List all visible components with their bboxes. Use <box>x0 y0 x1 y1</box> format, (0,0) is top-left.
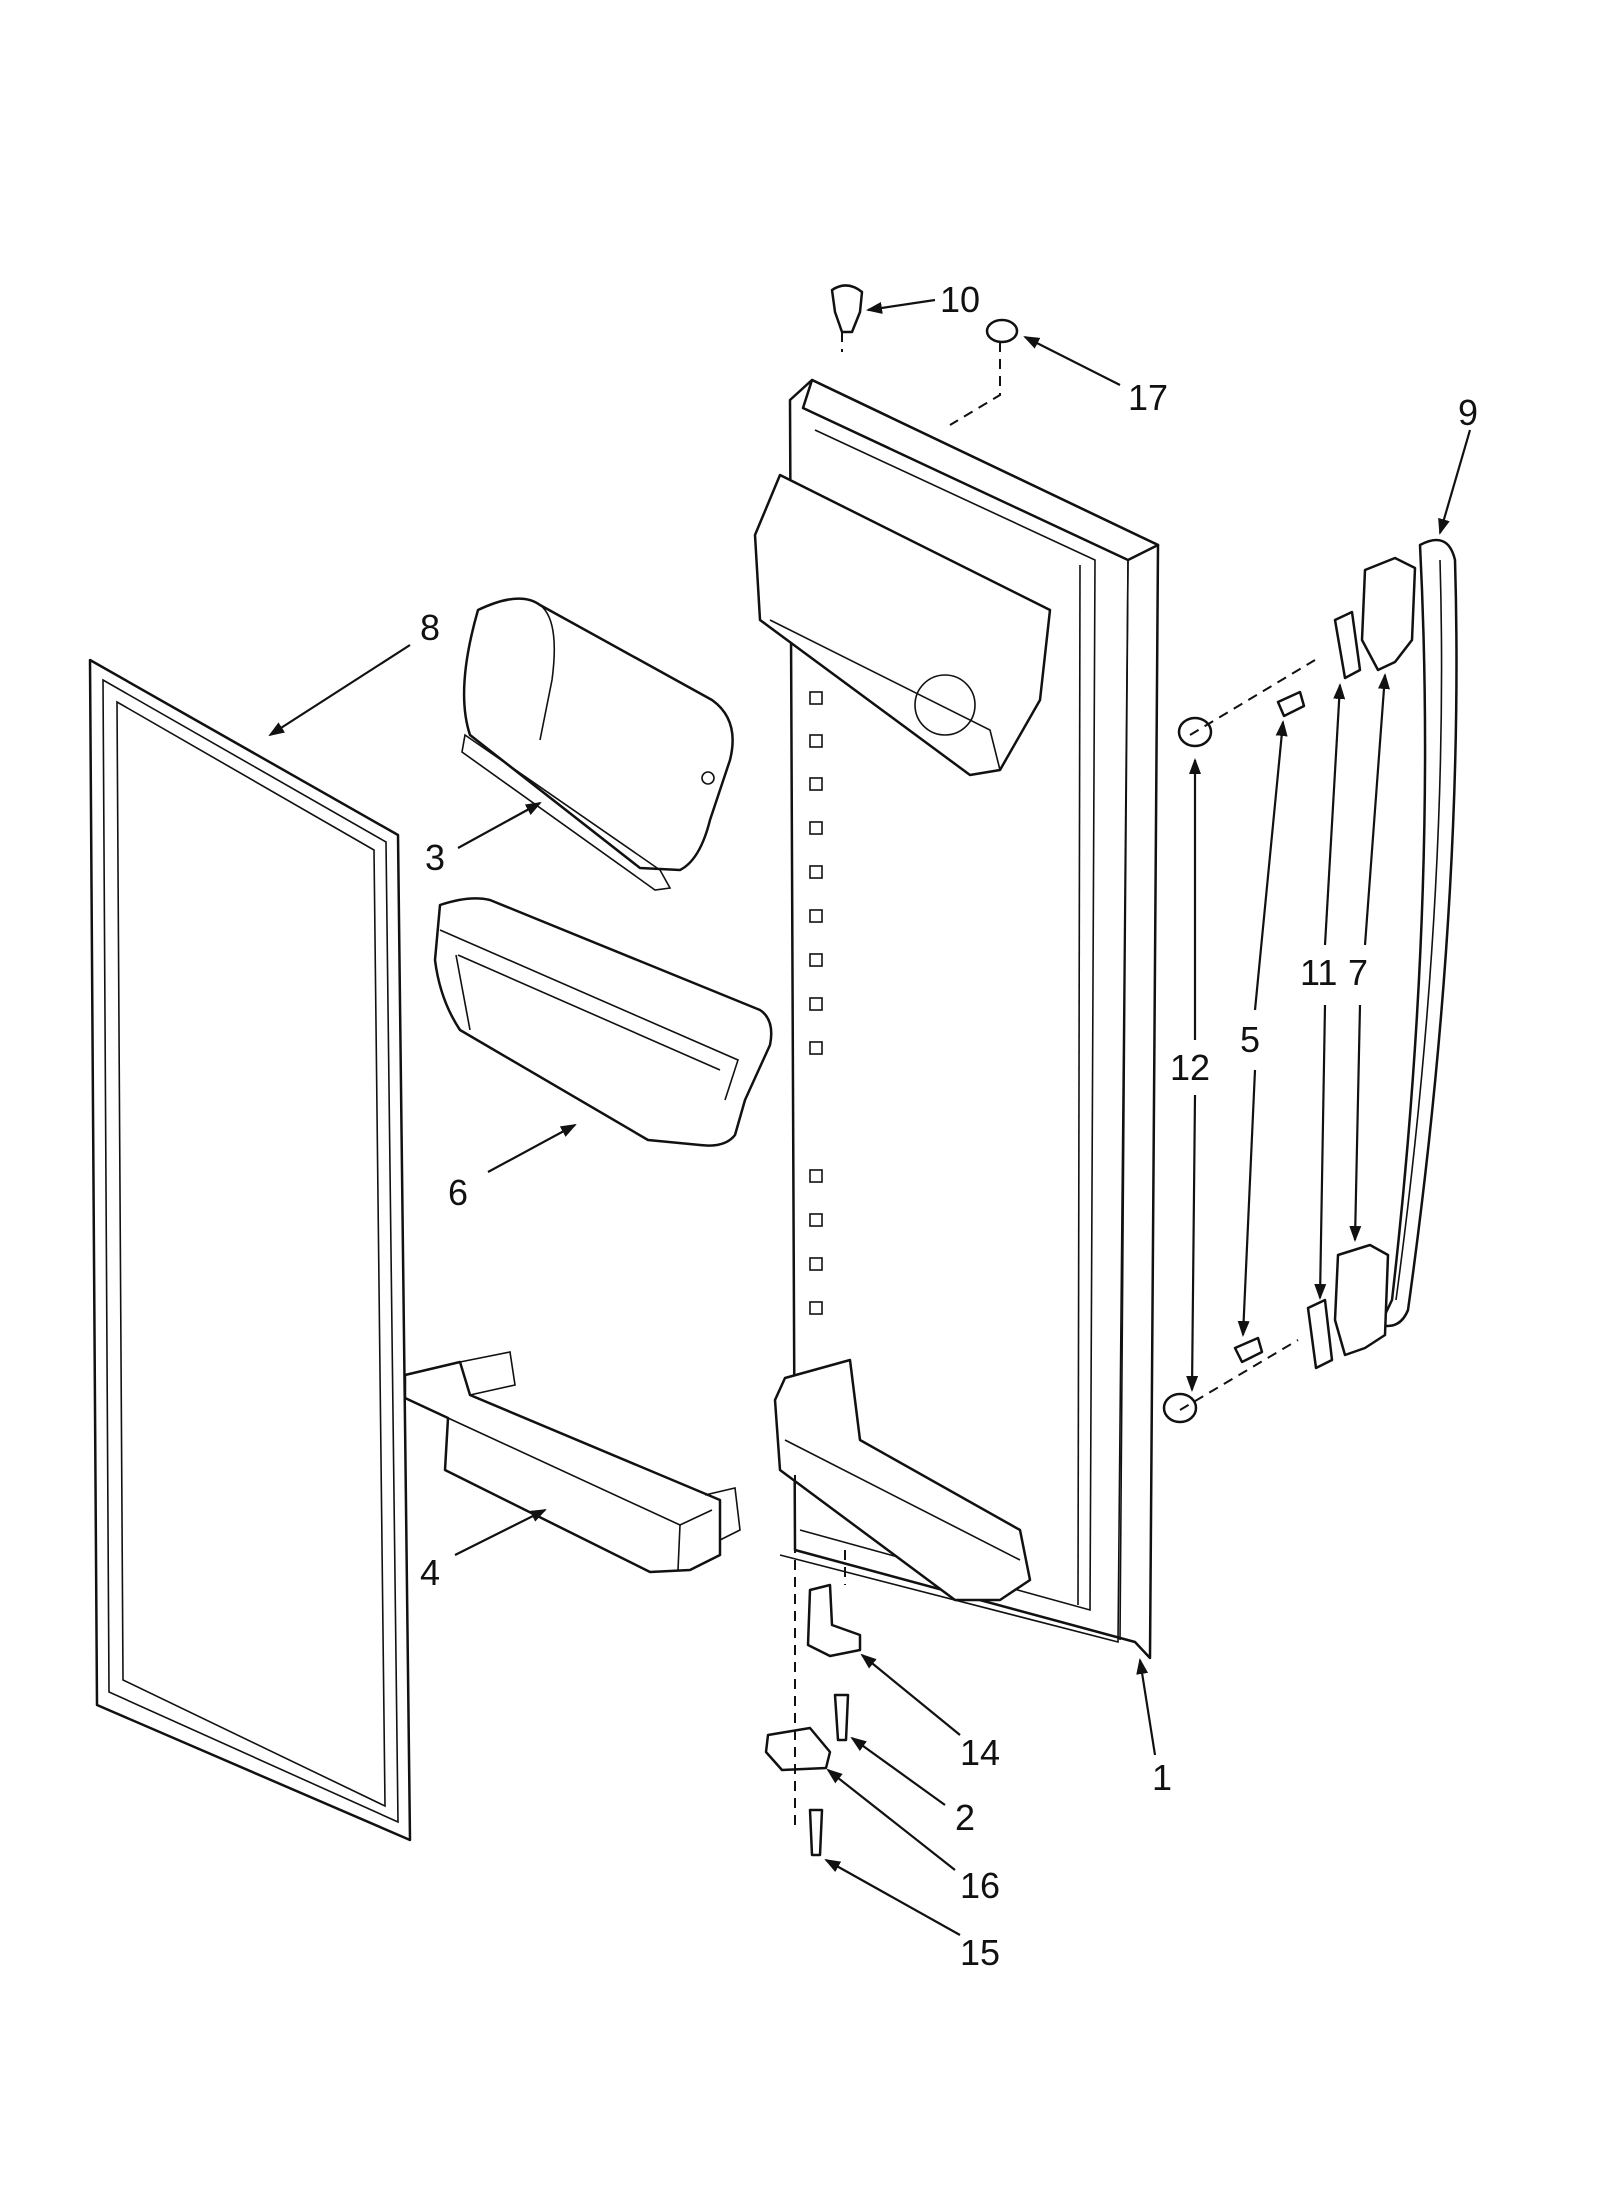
screw-bottom <box>1233 1336 1264 1364</box>
screw-bracket <box>808 1808 824 1857</box>
callout-1: 1 <box>1152 1757 1172 1798</box>
callout-12: 12 <box>1170 1047 1210 1088</box>
callout-7: 7 <box>1348 952 1368 993</box>
callout-9: 9 <box>1458 392 1478 433</box>
hinge-bracket <box>764 1726 832 1772</box>
callout-15: 15 <box>960 1932 1000 1973</box>
handle-bracket-bottom <box>1306 1298 1334 1370</box>
door-bin <box>433 897 773 1147</box>
plug-bottom <box>1162 1392 1198 1424</box>
assembly-lines <box>794 332 1316 1830</box>
door-gasket <box>88 658 412 1842</box>
liner-shelf-clips <box>809 691 823 1315</box>
callout-17: 17 <box>1128 377 1168 418</box>
hinge-bushing <box>806 1583 862 1658</box>
callout-5: 5 <box>1240 1019 1260 1060</box>
callout-3: 3 <box>425 837 445 878</box>
shelf-rail <box>403 1351 741 1574</box>
screw-hinge <box>833 1693 850 1742</box>
callout-labels: 10 17 9 8 3 6 4 12 5 11 7 14 2 16 15 1 <box>420 279 1478 1973</box>
handle-end-cap-bottom <box>1333 1243 1390 1357</box>
door-liner <box>753 378 1160 1660</box>
top-hinge-pin <box>830 284 864 334</box>
callout-2: 2 <box>955 1797 975 1838</box>
ring <box>985 318 1019 344</box>
dairy-bin <box>461 597 734 891</box>
callout-4: 4 <box>420 1552 440 1593</box>
callout-11: 11 <box>1300 952 1337 993</box>
callout-16: 16 <box>960 1865 1000 1906</box>
handle-bracket-top <box>1333 610 1362 680</box>
callout-14: 14 <box>960 1732 1000 1773</box>
handle-end-cap-top <box>1360 556 1417 672</box>
leader-lines <box>268 298 1472 1936</box>
callout-10: 10 <box>940 279 980 320</box>
screw-top <box>1276 690 1306 718</box>
handle <box>1378 538 1458 1328</box>
callout-8: 8 <box>420 607 440 648</box>
callout-6: 6 <box>448 1172 468 1213</box>
